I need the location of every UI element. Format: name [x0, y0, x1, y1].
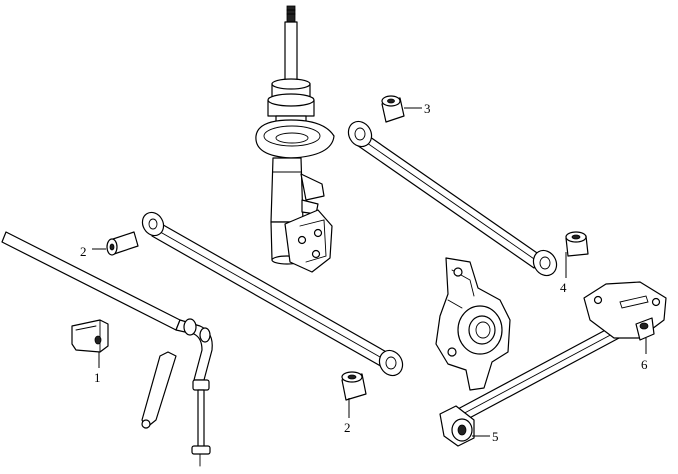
callout-4: 4 — [560, 280, 567, 295]
bushing-2-left — [106, 231, 139, 256]
callout-2-lower: 2 — [344, 420, 351, 435]
bushing-3 — [381, 95, 405, 123]
trailing-arm-bracket — [583, 281, 667, 341]
stabilizer-bar — [1, 231, 213, 429]
callout-3: 3 — [424, 101, 431, 116]
bushing-5 — [439, 405, 475, 447]
bushing-2-lower — [341, 371, 367, 401]
lower-link-arm — [141, 211, 404, 377]
stabilizer-bushing-1 — [71, 319, 109, 353]
knuckle-hub — [435, 257, 511, 391]
strut-assembly — [255, 5, 335, 273]
callout-6: 6 — [641, 357, 648, 372]
callout-2-left: 2 — [80, 244, 87, 259]
upper-link-arm — [347, 120, 558, 277]
bushing-4 — [565, 231, 589, 257]
stabilizer-link — [191, 379, 211, 467]
callout-5: 5 — [492, 429, 499, 444]
callout-1: 1 — [94, 370, 101, 385]
